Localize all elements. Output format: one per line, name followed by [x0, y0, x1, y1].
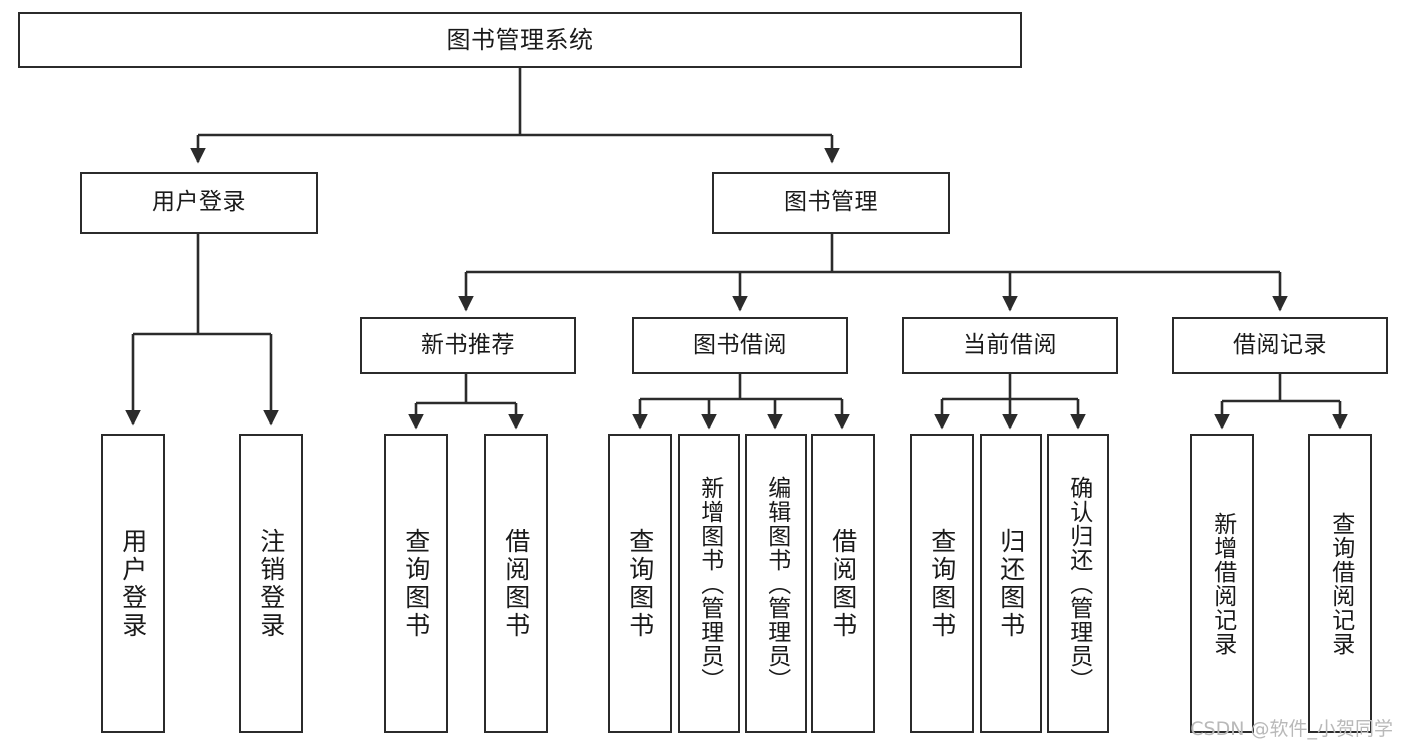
node-label: 当前借阅: [963, 331, 1057, 358]
node-book-management[interactable]: 图书管理: [712, 172, 950, 234]
node-borrowing-records[interactable]: 借阅记录: [1172, 317, 1388, 374]
node-label: 查询借阅记录: [1327, 511, 1354, 656]
node-label: 确认归还（管理员）: [1065, 475, 1092, 692]
node-user-login[interactable]: 用户登录: [80, 172, 318, 234]
node-new-book-recommendation[interactable]: 新书推荐: [360, 317, 576, 374]
node-book-borrowing[interactable]: 图书借阅: [632, 317, 848, 374]
node-label: 用户登录: [118, 527, 148, 640]
node-label: 查询图书: [401, 527, 431, 640]
csdn-watermark: CSDN @软件_小贺同学: [1190, 718, 1393, 740]
leaf-add-book-admin[interactable]: 新增图书（管理员）: [678, 434, 740, 733]
node-label: 归还图书: [996, 527, 1026, 640]
node-label: 图书管理系统: [446, 25, 594, 54]
node-label: 查询图书: [927, 527, 957, 640]
node-current-borrowing[interactable]: 当前借阅: [902, 317, 1118, 374]
leaf-logout[interactable]: 注销登录: [239, 434, 303, 733]
node-label: 新增图书（管理员）: [696, 475, 723, 692]
leaf-edit-book-admin[interactable]: 编辑图书（管理员）: [745, 434, 807, 733]
node-label: 查询图书: [625, 527, 655, 640]
leaf-add-borrowing-record[interactable]: 新增借阅记录: [1190, 434, 1254, 733]
node-label: 图书借阅: [693, 331, 787, 358]
node-root-book-management-system[interactable]: 图书管理系统: [18, 12, 1022, 68]
leaf-return-book[interactable]: 归还图书: [980, 434, 1042, 733]
node-label: 借阅记录: [1233, 331, 1327, 358]
leaf-query-book-recommendation[interactable]: 查询图书: [384, 434, 448, 733]
leaf-query-book-current[interactable]: 查询图书: [910, 434, 974, 733]
node-label: 借阅图书: [501, 527, 531, 640]
node-label: 用户登录: [152, 189, 246, 216]
node-label: 借阅图书: [828, 527, 858, 640]
node-label: 新增借阅记录: [1209, 511, 1236, 656]
node-label: 新书推荐: [421, 331, 515, 358]
node-label: 编辑图书（管理员）: [763, 475, 790, 692]
leaf-query-borrowing-record[interactable]: 查询借阅记录: [1308, 434, 1372, 733]
leaf-borrow-book-borrowing[interactable]: 借阅图书: [811, 434, 875, 733]
leaf-borrow-book-recommendation[interactable]: 借阅图书: [484, 434, 548, 733]
leaf-query-book-borrowing[interactable]: 查询图书: [608, 434, 672, 733]
leaf-confirm-return-admin[interactable]: 确认归还（管理员）: [1047, 434, 1109, 733]
node-label: 图书管理: [784, 189, 878, 216]
leaf-user-login[interactable]: 用户登录: [101, 434, 165, 733]
node-label: 注销登录: [256, 527, 286, 640]
